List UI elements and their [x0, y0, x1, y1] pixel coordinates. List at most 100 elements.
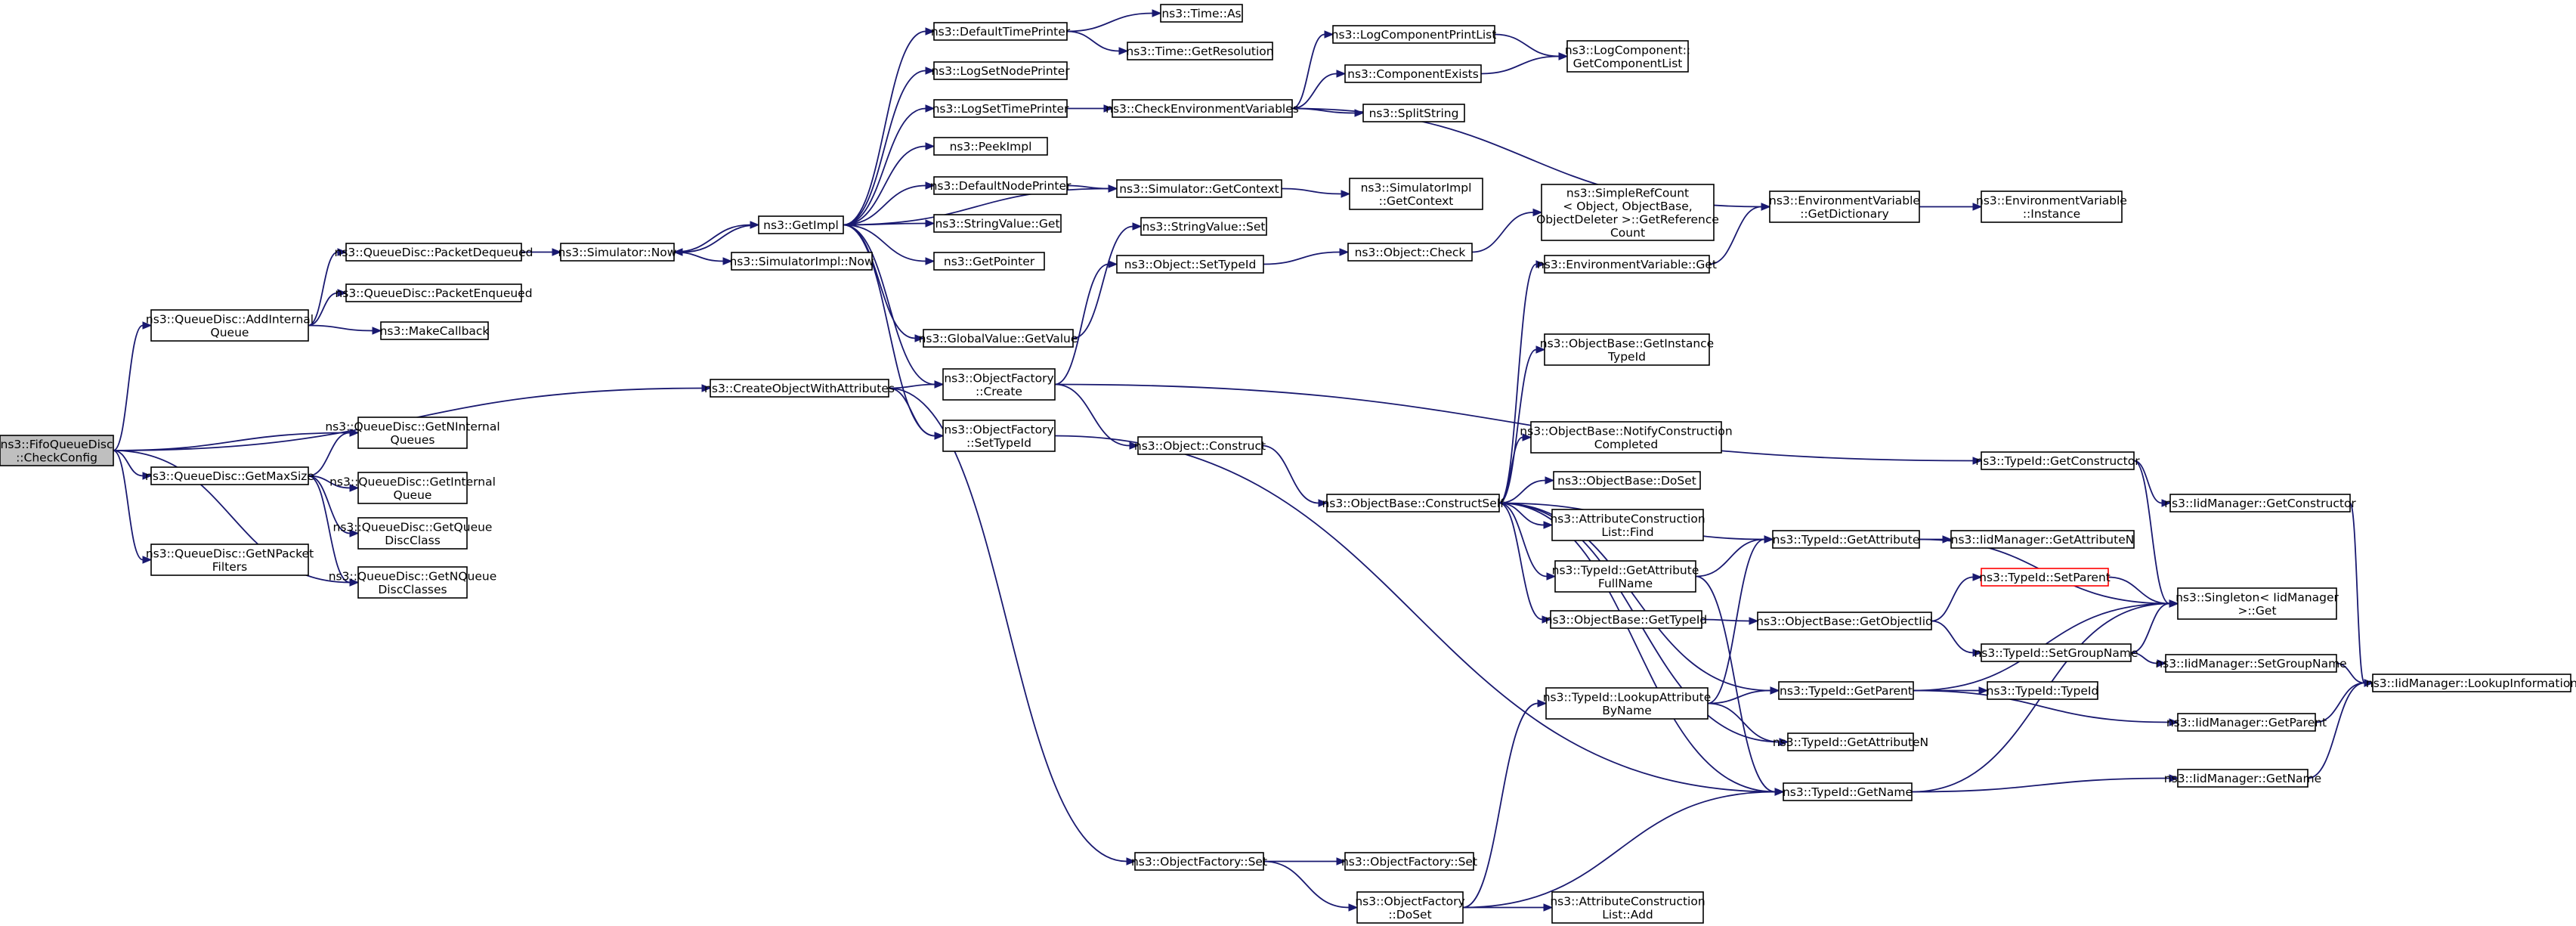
- node-typeIdGetAttributeN[interactable]: ns3::TypeId::GetAttributeN: [1773, 732, 1928, 751]
- node-simGetContext[interactable]: ns3::Simulator::GetContext: [1116, 179, 1282, 198]
- node-label: ns3::CheckEnvironmentVariables: [1106, 102, 1299, 116]
- node-objBaseGetObjectIid[interactable]: ns3::ObjectBase::GetObjectIid: [1756, 612, 1933, 630]
- node-objBaseGetTypeId[interactable]: ns3::ObjectBase::GetTypeId: [1545, 610, 1708, 629]
- edge-objConstruct-to-objBaseConstructSelf: [1261, 444, 1328, 507]
- node-getImpl[interactable]: ns3::GetImpl: [758, 215, 844, 234]
- node-objFactoryDoSet[interactable]: ns3::ObjectFactory::DoSet: [1355, 891, 1465, 924]
- node-getPointer[interactable]: ns3::GetPointer: [933, 252, 1045, 271]
- node-checkEnv[interactable]: ns3::CheckEnvironmentVariables: [1106, 99, 1299, 118]
- node-simNow[interactable]: ns3::Simulator::Now: [558, 243, 677, 262]
- node-objBaseDoSet[interactable]: ns3::ObjectBase::DoSet: [1553, 471, 1701, 490]
- node-globalValueGetValue[interactable]: ns3::GlobalValue::GetValue: [919, 329, 1078, 348]
- node-label: ns3::TypeId::SetParent: [1979, 571, 2111, 584]
- node-iidSetGroupName[interactable]: ns3::IidManager::SetGroupName: [2155, 654, 2347, 673]
- node-defaultNodePrinter[interactable]: ns3::DefaultNodePrinter: [930, 176, 1072, 195]
- node-objFactorySetTypeId[interactable]: ns3::ObjectFactory::SetTypeId: [942, 420, 1056, 452]
- node-objSetTypeId[interactable]: ns3::Object::SetTypeId: [1116, 255, 1264, 274]
- node-splitString[interactable]: ns3::SplitString: [1362, 104, 1465, 122]
- node-objFactorySet2[interactable]: ns3::ObjectFactory::Set: [1341, 852, 1477, 871]
- node-timeAs[interactable]: ns3::Time::As: [1160, 4, 1243, 23]
- node-makeCallback[interactable]: ns3::MakeCallback: [380, 321, 490, 340]
- node-objConstruct[interactable]: ns3::Object::Construct: [1134, 436, 1266, 455]
- node-logSetNodePrinter[interactable]: ns3::LogSetNodePrinter: [931, 61, 1070, 80]
- edge-getImpl-to-defaultNodePrinter: [843, 181, 935, 226]
- node-stringValueSet[interactable]: ns3::StringValue::Set: [1140, 217, 1267, 236]
- node-logSetTimePrinter[interactable]: ns3::LogSetTimePrinter: [932, 99, 1069, 118]
- edge-getMaxSize-to-getQueueDiscClass: [308, 475, 360, 537]
- edge-packetDequeued-to-simNow: [521, 248, 562, 256]
- node-label: ns3::SimulatorImpl::Now: [729, 255, 874, 268]
- node-packetEnqueued[interactable]: ns3::QueueDisc::PacketEnqueued: [335, 283, 533, 302]
- node-objFactorySet[interactable]: ns3::ObjectFactory::Set: [1131, 852, 1267, 871]
- edge-compExists-to-logCompGetList: [1480, 52, 1569, 75]
- node-defaultTimePrinter[interactable]: ns3::DefaultTimePrinter: [931, 22, 1071, 41]
- node-objBaseNotify[interactable]: ns3::ObjectBase::NotifyConstructionCompl…: [1520, 421, 1733, 454]
- node-iidGetParent[interactable]: ns3::IidManager::GetParent: [2166, 713, 2327, 732]
- node-label: ns3::Object::SetTypeId: [1124, 258, 1257, 271]
- node-iidGetAttributeN[interactable]: ns3::IidManager::GetAttributeN: [1950, 530, 2135, 549]
- node-label: ns3::IidManager::GetParent: [2166, 716, 2327, 729]
- node-label: ns3::QueueDisc::PacketDequeued: [335, 246, 533, 259]
- node-label: ns3::TypeId::TypeId: [1987, 684, 2099, 698]
- node-label: ns3::StringValue::Get: [935, 217, 1059, 231]
- node-simImplNow[interactable]: ns3::SimulatorImpl::Now: [729, 252, 874, 271]
- node-logCompPrintList[interactable]: ns3::LogComponentPrintList: [1331, 25, 1497, 44]
- node-typeIdGetParent[interactable]: ns3::TypeId::GetParent: [1778, 681, 1914, 700]
- node-label: ns3::TypeId::GetAttributeN: [1773, 736, 1928, 749]
- node-label: ns3::LogComponentPrintList: [1331, 28, 1497, 42]
- node-simpleRefCount[interactable]: ns3::SimpleRefCount< Object, ObjectBase,…: [1536, 184, 1719, 241]
- node-label: ::SetTypeId: [966, 436, 1031, 450]
- edge-typeIdSetGroupName-to-singletonGet: [2130, 599, 2179, 654]
- node-logCompGetList[interactable]: ns3::LogComponent::GetComponentList: [1565, 40, 1690, 73]
- node-getMaxSize[interactable]: ns3::QueueDisc::GetMaxSize: [145, 466, 314, 485]
- edge-objBaseConstructSelf-to-typeIdGetAttributeFullName: [1498, 502, 1557, 581]
- node-envVarInstance[interactable]: ns3::EnvironmentVariable::Instance: [1976, 190, 2127, 223]
- edge-objCheck-to-simpleRefCount: [1471, 208, 1543, 253]
- node-iidGetConstructor[interactable]: ns3::IidManager::GetConstructor: [2164, 494, 2356, 513]
- node-typeIdTypeId[interactable]: ns3::TypeId::TypeId: [1987, 681, 2099, 700]
- edge-typeIdGetConstructor-to-iidGetConstructor: [2133, 460, 2172, 507]
- node-singletonGet[interactable]: ns3::Singleton< IidManager>::Get: [2176, 587, 2339, 620]
- node-envVarGetDictionary[interactable]: ns3::EnvironmentVariable::GetDictionary: [1769, 190, 1920, 223]
- edge-objFactorySet-to-objFactorySet2: [1263, 857, 1347, 866]
- edge-getImpl-to-logSetTimePrinter: [843, 104, 935, 226]
- node-iidGetName[interactable]: ns3::IidManager::GetName: [2164, 769, 2321, 788]
- node-label: ns3::QueueDisc::AddInternal: [146, 312, 314, 326]
- edge-globalValueGetValue-to-stringValueSet: [1072, 222, 1143, 339]
- node-typeIdSetGroupName[interactable]: ns3::TypeId::SetGroupName: [1974, 643, 2138, 662]
- node-label: ns3::TypeId::SetGroupName: [1974, 646, 2138, 660]
- node-objBaseConstructSelf[interactable]: ns3::ObjectBase::ConstructSelf: [1322, 494, 1504, 513]
- node-packetDequeued[interactable]: ns3::QueueDisc::PacketDequeued: [335, 243, 533, 262]
- node-timeGetResolution[interactable]: ns3::Time::GetResolution: [1126, 42, 1274, 60]
- node-stringValueGet[interactable]: ns3::StringValue::Get: [933, 214, 1062, 233]
- node-peekImpl[interactable]: ns3::PeekImpl: [933, 137, 1048, 156]
- node-envVarGet[interactable]: ns3::EnvironmentVariable::Get: [1537, 255, 1717, 274]
- node-objCheck[interactable]: ns3::Object::Check: [1347, 243, 1473, 262]
- node-label: DiscClasses: [378, 583, 447, 596]
- node-createObj[interactable]: ns3::CreateObjectWithAttributes: [704, 379, 895, 398]
- node-label: ns3::LogComponent::: [1565, 43, 1690, 57]
- node-simImplGetContext[interactable]: ns3::SimulatorImpl::GetContext: [1349, 178, 1483, 210]
- edge-typeIdLookupAttr-to-typeIdGetAttribute: [1707, 535, 1774, 705]
- node-fifo[interactable]: ns3::FifoQueueDisc::CheckConfig: [0, 435, 114, 466]
- node-label: ns3::TypeId::LookupAttribute: [1543, 690, 1712, 704]
- node-compExists[interactable]: ns3::ComponentExists: [1344, 64, 1482, 83]
- node-label: ns3::QueueDisc::GetNInternal: [325, 420, 499, 433]
- node-typeIdGetAttribute[interactable]: ns3::TypeId::GetAttribute: [1772, 530, 1920, 549]
- node-iidLookupInformation[interactable]: ns3::IidManager::LookupInformation: [2366, 674, 2576, 692]
- node-typeIdSetParent[interactable]: ns3::TypeId::SetParent: [1979, 568, 2111, 587]
- node-typeIdGetConstructor[interactable]: ns3::TypeId::GetConstructor: [1975, 451, 2140, 470]
- node-objFactoryCreate[interactable]: ns3::ObjectFactory::Create: [942, 368, 1056, 401]
- node-typeIdGetName[interactable]: ns3::TypeId::GetName: [1783, 782, 1913, 801]
